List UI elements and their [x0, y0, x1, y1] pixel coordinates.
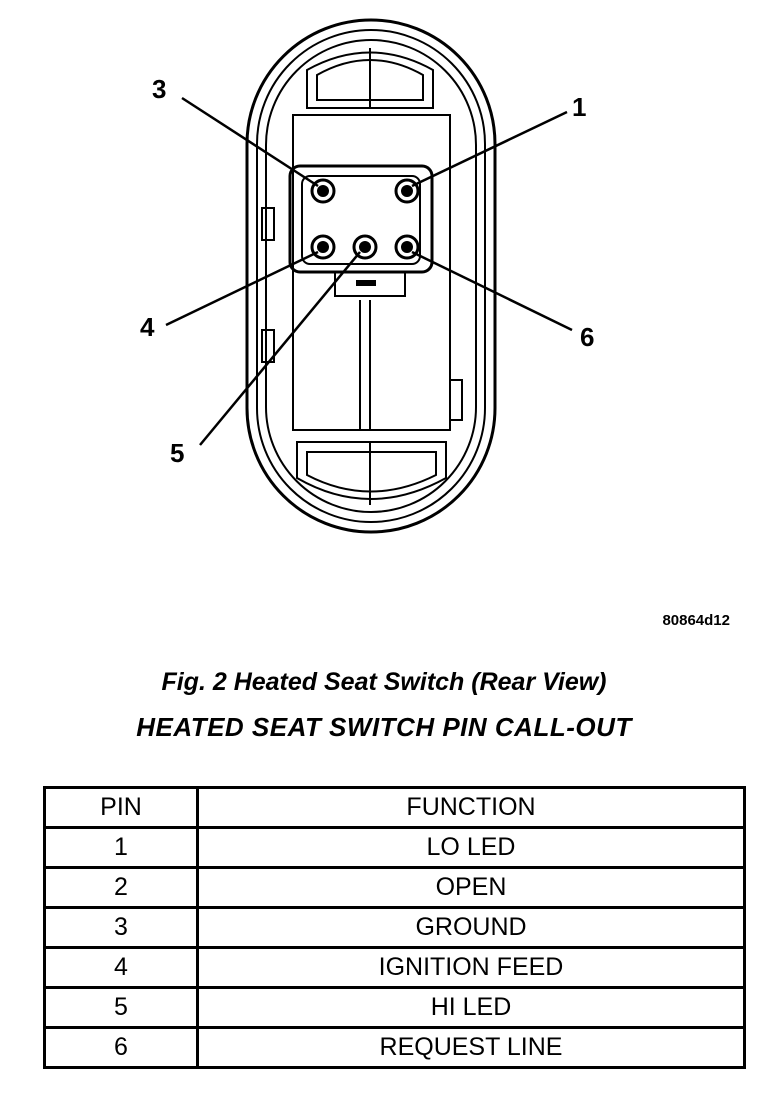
table-row: 1 LO LED	[43, 826, 746, 869]
header-function: FUNCTION	[196, 786, 746, 829]
pin-label-5: 5	[170, 438, 184, 468]
table-title: HEATED SEAT SWITCH PIN CALL-OUT	[136, 712, 632, 742]
cell-function: GROUND	[196, 906, 746, 949]
pin-label-3: 3	[152, 74, 166, 104]
table-row: 4 IGNITION FEED	[43, 946, 746, 989]
cell-function: IGNITION FEED	[196, 946, 746, 989]
cell-pin: 4	[43, 946, 199, 989]
cell-function: HI LED	[196, 986, 746, 1029]
callout-leader-lines	[165, 96, 573, 446]
cell-pin: 1	[43, 826, 199, 869]
pin-label-1: 1	[572, 92, 586, 122]
pin-label-6: 6	[580, 322, 594, 352]
cell-function: REQUEST LINE	[196, 1026, 746, 1069]
cell-pin: 6	[43, 1026, 199, 1069]
cell-pin: 2	[43, 866, 199, 909]
heated-seat-switch-diagram: 3 1 4 6 5	[140, 18, 594, 534]
table-row: 5 HI LED	[43, 986, 746, 1029]
figure-caption: Fig. 2 Heated Seat Switch (Rear View)	[161, 668, 607, 696]
header-pin: PIN	[43, 786, 199, 829]
pin-label-4: 4	[140, 312, 155, 342]
cell-function: LO LED	[196, 826, 746, 869]
table-header-row: PIN FUNCTION	[43, 786, 746, 829]
table-row: 3 GROUND	[43, 906, 746, 949]
cell-function: OPEN	[196, 866, 746, 909]
cell-pin: 3	[43, 906, 199, 949]
pin-1	[394, 178, 420, 204]
table-row: 6 REQUEST LINE	[43, 1026, 746, 1069]
connector-pins	[310, 178, 420, 260]
pin-4	[310, 234, 336, 260]
cell-pin: 5	[43, 986, 199, 1029]
housing-windows	[261, 48, 463, 505]
pin-callout-table: PIN FUNCTION 1 LO LED 2 OPEN 3 GROUND 4 …	[43, 786, 746, 1069]
switch-housing	[245, 18, 497, 534]
figure-id: 80864d12	[662, 612, 730, 629]
table-row: 2 OPEN	[43, 866, 746, 909]
